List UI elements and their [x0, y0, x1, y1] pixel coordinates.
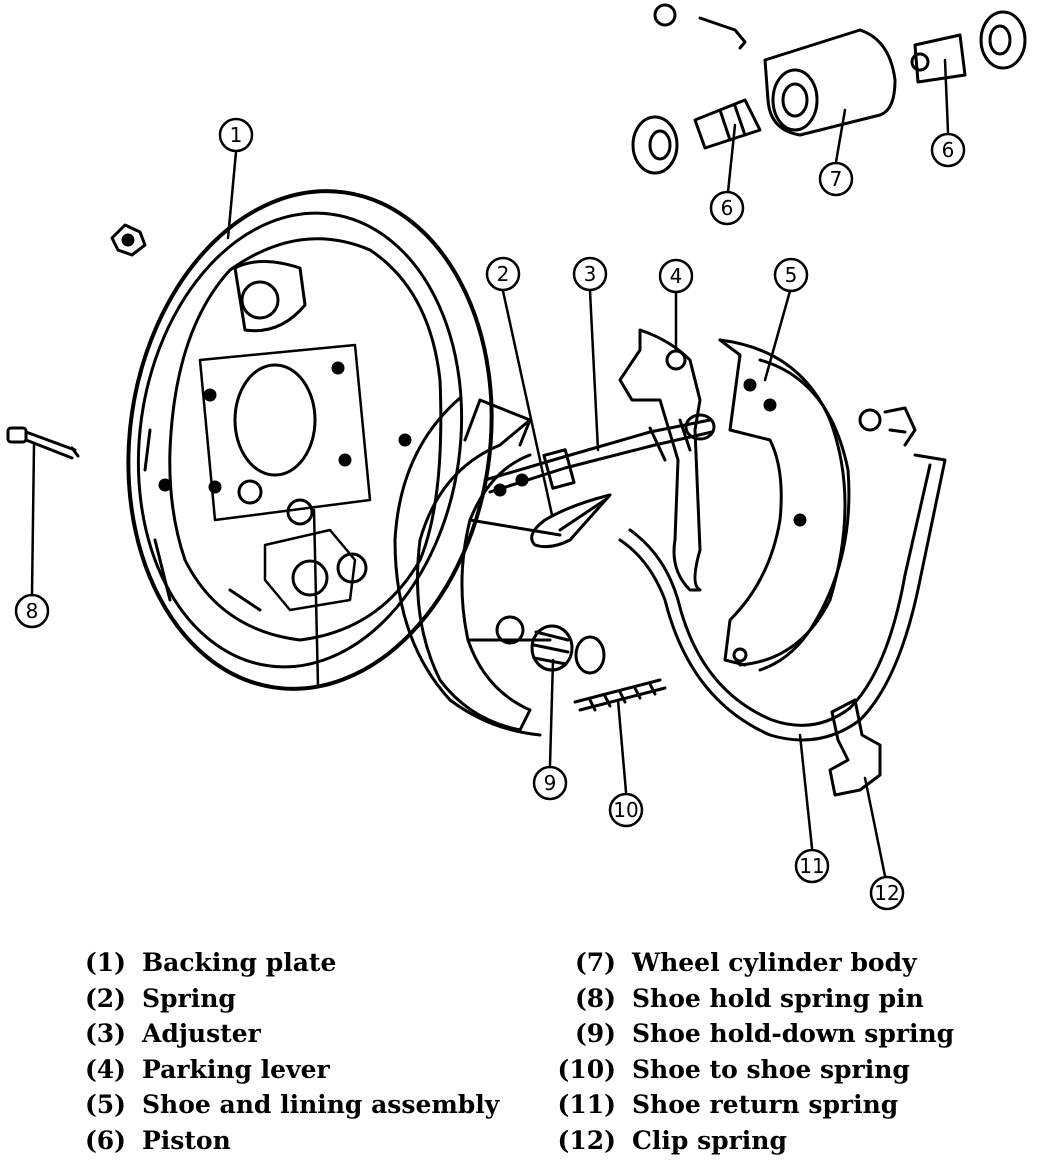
legend-number: (4) — [84, 1054, 126, 1084]
callout-9: 9 — [544, 771, 557, 795]
shoe-hold-down-spring — [530, 624, 606, 675]
shoe-hold-spring-pin — [6, 426, 80, 460]
legend-text: Wheel cylinder body — [632, 948, 917, 978]
legend-number: (10) — [557, 1054, 616, 1084]
upper-spring — [530, 493, 612, 549]
brake-exploded-diagram: 1 2 3 4 5 6 6 7 8 9 10 11 12 — [6, 3, 1027, 911]
bleeder-cap — [110, 223, 147, 257]
legend-number: (11) — [557, 1090, 616, 1120]
callout-4: 4 — [670, 264, 683, 288]
piston-left — [693, 98, 762, 150]
callout-8: 8 — [26, 599, 39, 623]
legend-number: (3) — [84, 1019, 126, 1049]
legend-item: (7) Wheel cylinder body — [556, 945, 954, 981]
legend-item: (2) Spring — [78, 981, 499, 1017]
callout-12: 12 — [874, 881, 899, 905]
leader-lines — [30, 58, 950, 878]
legend-column-left: (1) Backing plate (2) Spring (3) Adjuster (… — [78, 945, 499, 1158]
legend-text: Spring — [142, 983, 236, 1013]
callout-labels: 1 2 3 4 5 6 6 7 8 9 10 11 12 — [26, 123, 955, 905]
legend-item: (8) Shoe hold spring pin — [556, 981, 954, 1017]
rear-shoe-assembly — [718, 338, 851, 672]
legend-column-right: (7) Wheel cylinder body (8) Shoe hold spri… — [556, 945, 955, 1159]
callout-6-right: 6 — [942, 138, 955, 162]
callout-6-left: 6 — [721, 196, 734, 220]
clip-spring — [828, 698, 882, 797]
wheel-cylinder-body — [763, 28, 897, 137]
legend-number: (5) — [84, 1090, 126, 1120]
legend-item: (12) Clip spring — [556, 1123, 954, 1159]
legend-item: (9) Shoe hold-down spring — [556, 1016, 954, 1052]
legend-item: (4) Parking lever — [78, 1052, 499, 1088]
legend-text: Shoe to shoe spring — [632, 1054, 910, 1084]
legend-number: (1) — [84, 948, 126, 978]
legend-text: Piston — [142, 1125, 231, 1155]
legend-text: Shoe hold spring pin — [632, 983, 924, 1013]
boot-right — [979, 10, 1027, 70]
legend-text: Parking lever — [142, 1054, 330, 1084]
callout-3: 3 — [584, 262, 597, 286]
legend-text: Shoe hold-down spring — [632, 1019, 955, 1049]
callout-7: 7 — [830, 167, 843, 191]
adjuster — [483, 413, 716, 494]
legend-text: Shoe and lining assembly — [142, 1090, 500, 1120]
legend-text: Adjuster — [142, 1019, 261, 1049]
shoe-return-spring — [618, 453, 947, 742]
parts-legend: (1) Backing plate (2) Spring (3) Adjuster (… — [0, 945, 1056, 1160]
callout-11: 11 — [799, 854, 824, 878]
legend-text: Clip spring — [632, 1125, 787, 1155]
callout-10: 10 — [613, 798, 638, 822]
legend-item: (10) Shoe to shoe spring — [556, 1052, 954, 1088]
legend-number: (12) — [557, 1125, 616, 1155]
callout-5: 5 — [785, 263, 798, 287]
legend-text: Shoe return spring — [632, 1090, 899, 1120]
retainer-clip — [858, 406, 917, 447]
backing-plate — [126, 189, 494, 691]
legend-item: (5) Shoe and lining assembly — [78, 1087, 499, 1123]
legend-number: (8) — [574, 983, 616, 1013]
front-shoe-assembly — [393, 396, 562, 737]
legend-item: (3) Adjuster — [78, 1016, 499, 1052]
legend-item: (6) Piston — [78, 1123, 499, 1159]
legend-number: (6) — [84, 1125, 126, 1155]
bleeder-screw — [653, 3, 747, 50]
legend-item: (1) Backing plate — [78, 945, 499, 981]
piston-right — [910, 33, 967, 84]
shoe-to-shoe-spring — [573, 678, 667, 712]
callout-2: 2 — [497, 262, 510, 286]
legend-number: (7) — [574, 948, 616, 978]
callout-circles — [14, 117, 966, 911]
boot-left — [631, 115, 679, 175]
legend-number: (2) — [84, 983, 126, 1013]
legend-item: (11) Shoe return spring — [556, 1087, 954, 1123]
legend-number: (9) — [574, 1019, 616, 1049]
legend-text: Backing plate — [142, 948, 337, 978]
callout-1: 1 — [230, 123, 243, 147]
